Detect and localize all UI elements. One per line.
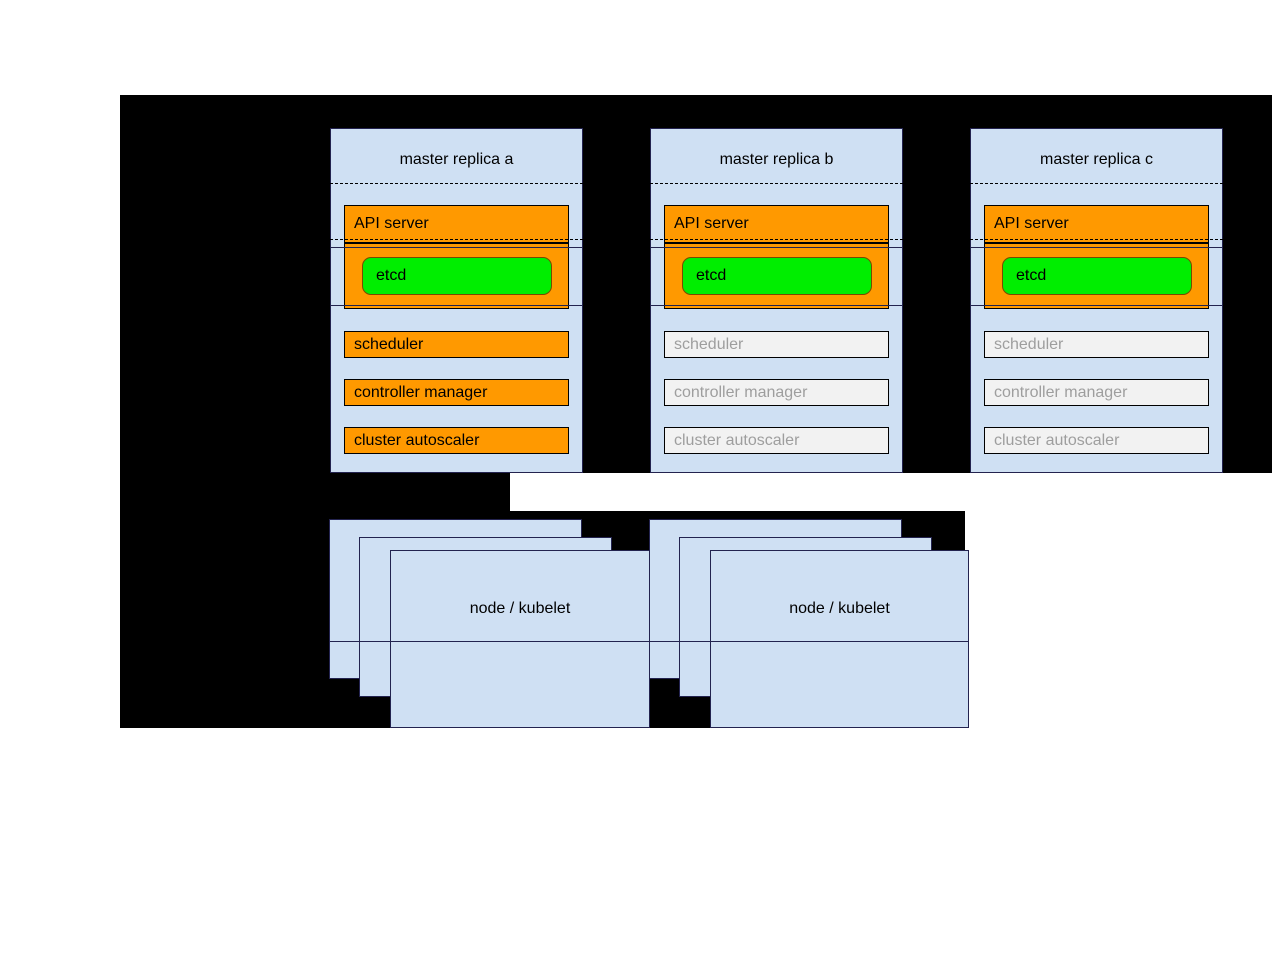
master-replica-c-etcd[interactable]: etcd xyxy=(1002,257,1192,295)
rule-etcd-band-top-a xyxy=(330,247,583,248)
master-replica-c-api-server[interactable]: API server xyxy=(984,205,1209,243)
master-replica-c-controller-manager[interactable]: controller manager xyxy=(984,379,1209,406)
master-replica-a-title: master replica a xyxy=(399,151,514,168)
master-replica-a-scheduler[interactable]: scheduler xyxy=(344,331,569,358)
node-group-2-label: node / kubelet xyxy=(789,600,890,617)
tier-gap-band xyxy=(510,473,1272,511)
node-group-1-label: node / kubelet xyxy=(469,600,571,617)
master-replica-b-scheduler[interactable]: scheduler xyxy=(664,331,889,358)
rule-title-separator-a xyxy=(330,183,583,184)
node-group-2-card-front[interactable] xyxy=(710,550,969,728)
rule-node-tier xyxy=(329,641,969,642)
rule-etcd-band-bottom-b xyxy=(650,305,903,306)
rule-etcd-band-top-c xyxy=(970,247,1223,248)
master-replica-b-title: master replica b xyxy=(719,151,834,168)
master-replica-b-api-server[interactable]: API server xyxy=(664,205,889,243)
master-replica-c-title: master replica c xyxy=(1040,151,1153,168)
master-replica-c-scheduler[interactable]: scheduler xyxy=(984,331,1209,358)
master-replica-a-cluster-autoscaler[interactable]: cluster autoscaler xyxy=(344,427,569,454)
rule-title-separator-b xyxy=(650,183,903,184)
rule-title-separator-c xyxy=(970,183,1223,184)
rule-etcd-band-bottom-a xyxy=(330,305,583,306)
rule-etcd-band-bottom-c xyxy=(970,305,1223,306)
master-replica-b-controller-manager[interactable]: controller manager xyxy=(664,379,889,406)
rule-etcd-band-top-b xyxy=(650,247,903,248)
master-replica-a-api-server[interactable]: API server xyxy=(344,205,569,243)
master-replica-b-cluster-autoscaler[interactable]: cluster autoscaler xyxy=(664,427,889,454)
rule-api-band-b xyxy=(650,239,903,240)
master-replica-a-controller-manager[interactable]: controller manager xyxy=(344,379,569,406)
master-replica-b-etcd[interactable]: etcd xyxy=(682,257,872,295)
master-replica-a-etcd[interactable]: etcd xyxy=(362,257,552,295)
rule-api-band-a xyxy=(330,239,583,240)
master-replica-c-cluster-autoscaler[interactable]: cluster autoscaler xyxy=(984,427,1209,454)
node-group-1-card-front[interactable] xyxy=(390,550,650,728)
rule-api-band-c xyxy=(970,239,1223,240)
